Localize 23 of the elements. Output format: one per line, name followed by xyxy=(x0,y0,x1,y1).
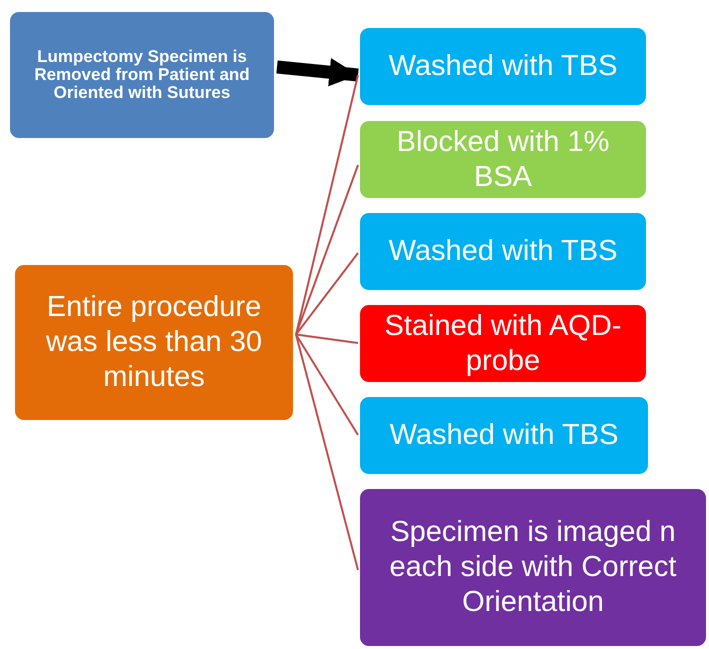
process-box xyxy=(360,28,646,105)
process-box xyxy=(360,397,648,474)
process-box xyxy=(360,305,646,382)
connector-line xyxy=(296,334,358,344)
process-box xyxy=(360,489,706,646)
block-arrow xyxy=(276,58,359,86)
process-box xyxy=(15,265,293,420)
process-box xyxy=(360,213,646,290)
connector-line xyxy=(295,164,359,335)
connector-line xyxy=(295,252,359,336)
box-text: Washed with TBS xyxy=(388,49,618,84)
box-text: Entire procedure was less than 30 minutes xyxy=(44,290,263,395)
box-text: Washed with TBS xyxy=(388,234,618,269)
box-text: Washed with TBS xyxy=(390,418,618,453)
connector-line xyxy=(295,334,359,436)
process-box xyxy=(10,12,274,138)
process-box xyxy=(360,121,646,198)
box-text: Lumpectomy Specimen is Removed from Patient and Oriented with Sutures xyxy=(33,48,251,102)
connector-line xyxy=(295,74,359,335)
box-text: Blocked with 1% BSA xyxy=(396,124,610,194)
box-text: Specimen is imaged n each side with Correct Orientation xyxy=(388,515,678,620)
box-text: Stained with AQD-probe xyxy=(384,308,622,378)
connector-line xyxy=(295,334,359,570)
